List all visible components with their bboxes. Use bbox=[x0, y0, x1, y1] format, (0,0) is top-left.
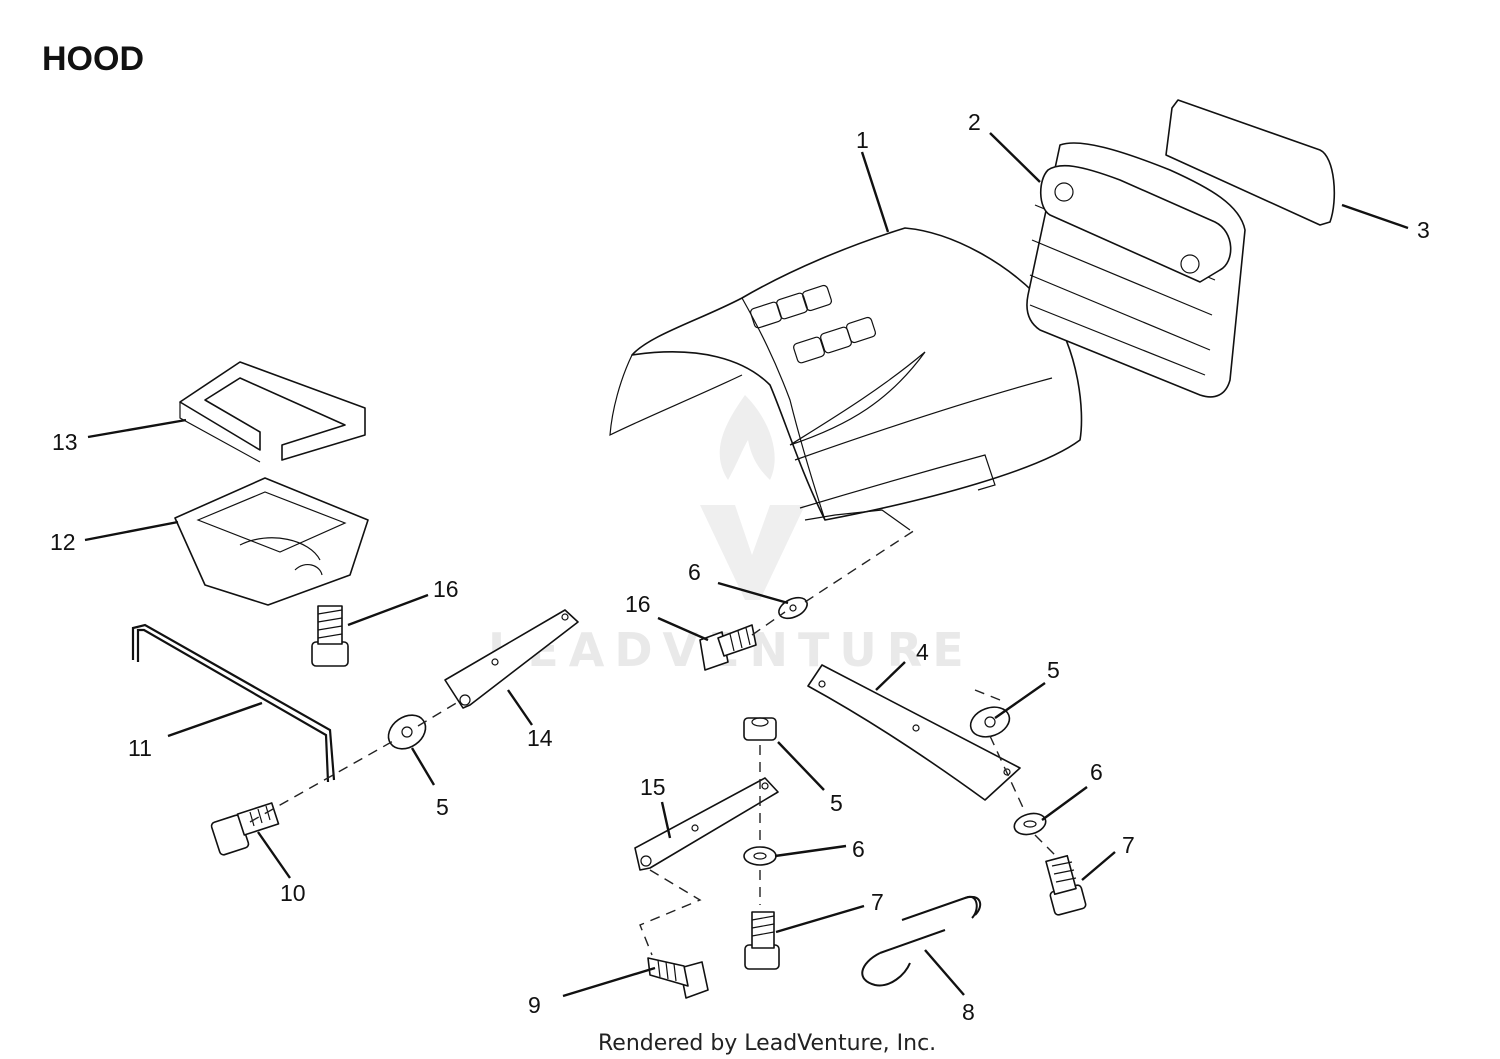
callout-6-right: 6 bbox=[1090, 759, 1103, 785]
callouts: 1 2 3 4 5 5 5 6 6 6 7 7 8 9 10 11 12 13 … bbox=[50, 109, 1430, 1025]
washer-6-right bbox=[1013, 812, 1047, 836]
washer-6-center bbox=[743, 846, 777, 866]
callout-16-center: 16 bbox=[625, 591, 651, 617]
callout-5-right: 5 bbox=[1047, 657, 1060, 683]
callout-14: 14 bbox=[527, 725, 553, 751]
callout-11: 11 bbox=[128, 735, 152, 761]
part-13-seal bbox=[179, 361, 366, 463]
callout-6-top: 6 bbox=[688, 559, 701, 585]
callout-3: 3 bbox=[1417, 217, 1430, 243]
part-1-hood bbox=[609, 227, 1083, 531]
callout-5-left: 5 bbox=[436, 794, 449, 820]
callout-1: 1 bbox=[856, 127, 869, 153]
part-4-plate bbox=[807, 664, 1021, 801]
callout-12: 12 bbox=[50, 529, 76, 555]
callout-13: 13 bbox=[52, 429, 78, 455]
callout-15: 15 bbox=[640, 774, 666, 800]
assembly-lines bbox=[249, 529, 1056, 956]
callout-8: 8 bbox=[962, 999, 975, 1025]
bolt-9 bbox=[647, 957, 709, 999]
callout-4: 4 bbox=[916, 639, 929, 665]
bolt-16-left bbox=[311, 605, 349, 667]
nut-5-right bbox=[969, 706, 1011, 738]
callout-16-left: 16 bbox=[433, 576, 459, 602]
bolt-7-right bbox=[1045, 854, 1087, 916]
bolt-16-center bbox=[699, 624, 757, 671]
nut-5-left bbox=[387, 714, 427, 750]
nut-5-center bbox=[743, 717, 777, 741]
part-3-emblem bbox=[1165, 99, 1336, 226]
callout-6-center: 6 bbox=[852, 836, 865, 862]
page-title: HOOD bbox=[42, 40, 144, 78]
bolt-7-center bbox=[744, 911, 780, 970]
leader-lines bbox=[84, 132, 1409, 998]
callout-7-right: 7 bbox=[1122, 832, 1135, 858]
callout-10: 10 bbox=[280, 880, 306, 906]
callout-2: 2 bbox=[968, 109, 981, 135]
part-14-strap bbox=[444, 609, 579, 709]
part-11-rod bbox=[131, 623, 336, 783]
callout-5-center: 5 bbox=[830, 790, 843, 816]
part-8-hairpin bbox=[861, 895, 982, 987]
part-2-grille bbox=[1026, 142, 1246, 398]
callout-7-center: 7 bbox=[871, 889, 884, 915]
part-12-tray bbox=[174, 477, 369, 606]
washer-6-top bbox=[778, 596, 808, 620]
part-15-bracket bbox=[634, 777, 779, 871]
callout-9: 9 bbox=[528, 992, 541, 1018]
footer-credit: Rendered by LeadVenture, Inc. bbox=[598, 1031, 936, 1056]
